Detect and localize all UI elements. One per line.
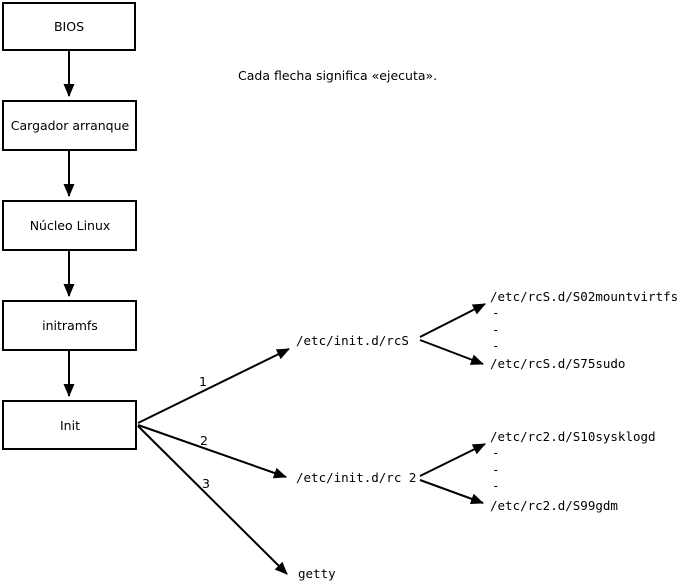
arrow-init-to-rc2-label: 2 xyxy=(200,433,208,448)
box-init xyxy=(2,400,137,450)
rcS-ellipsis-dash: - xyxy=(492,322,500,337)
arrow-rcS-to-last-script xyxy=(419,339,484,365)
rc2-ellipsis-dash: - xyxy=(492,445,500,460)
arrow-init-to-rcS xyxy=(137,348,290,424)
rc2-ellipsis-dash: - xyxy=(492,478,500,493)
target-rc2-path: /etc/init.d/rc 2 xyxy=(296,470,416,485)
rcS-last-script: /etc/rcS.d/S75sudo xyxy=(490,356,625,371)
arrow-init-to-rcS-label: 1 xyxy=(199,374,207,389)
box-init-label: Init xyxy=(60,418,80,433)
arrow-init-to-rc2 xyxy=(137,424,287,479)
box-bios-label: BIOS xyxy=(54,19,84,34)
arrow-rc2-to-last-script xyxy=(419,479,484,505)
arrow-rc2-to-first-script xyxy=(419,443,486,477)
target-rcS-path: /etc/init.d/rcS xyxy=(296,333,409,348)
rcS-first-script: /etc/rcS.d/S02mountvirtfs xyxy=(490,289,678,304)
rc2-last-script: /etc/rc2.d/S99gdm xyxy=(490,498,618,513)
arrow-rcS-to-first-script xyxy=(419,303,486,338)
box-kernel xyxy=(2,200,137,251)
target-getty: getty xyxy=(298,566,336,581)
box-bootloader-label: Cargador arranque xyxy=(11,118,130,133)
note-text: Cada flecha significa «ejecuta». xyxy=(238,68,437,83)
rc2-ellipsis-dash: - xyxy=(492,462,500,477)
arrow-init-to-getty xyxy=(137,425,288,575)
rcS-ellipsis-dash: - xyxy=(492,305,500,320)
rc2-first-script: /etc/rc2.d/S10sysklogd xyxy=(490,429,656,444)
box-initramfs-label: initramfs xyxy=(42,318,98,333)
box-bios xyxy=(2,2,136,51)
rcS-ellipsis-dash: - xyxy=(492,338,500,353)
box-kernel-label: Núcleo Linux xyxy=(30,218,111,233)
box-initramfs xyxy=(2,300,137,351)
box-bootloader xyxy=(2,100,137,151)
arrow-init-to-getty-label: 3 xyxy=(202,476,210,491)
